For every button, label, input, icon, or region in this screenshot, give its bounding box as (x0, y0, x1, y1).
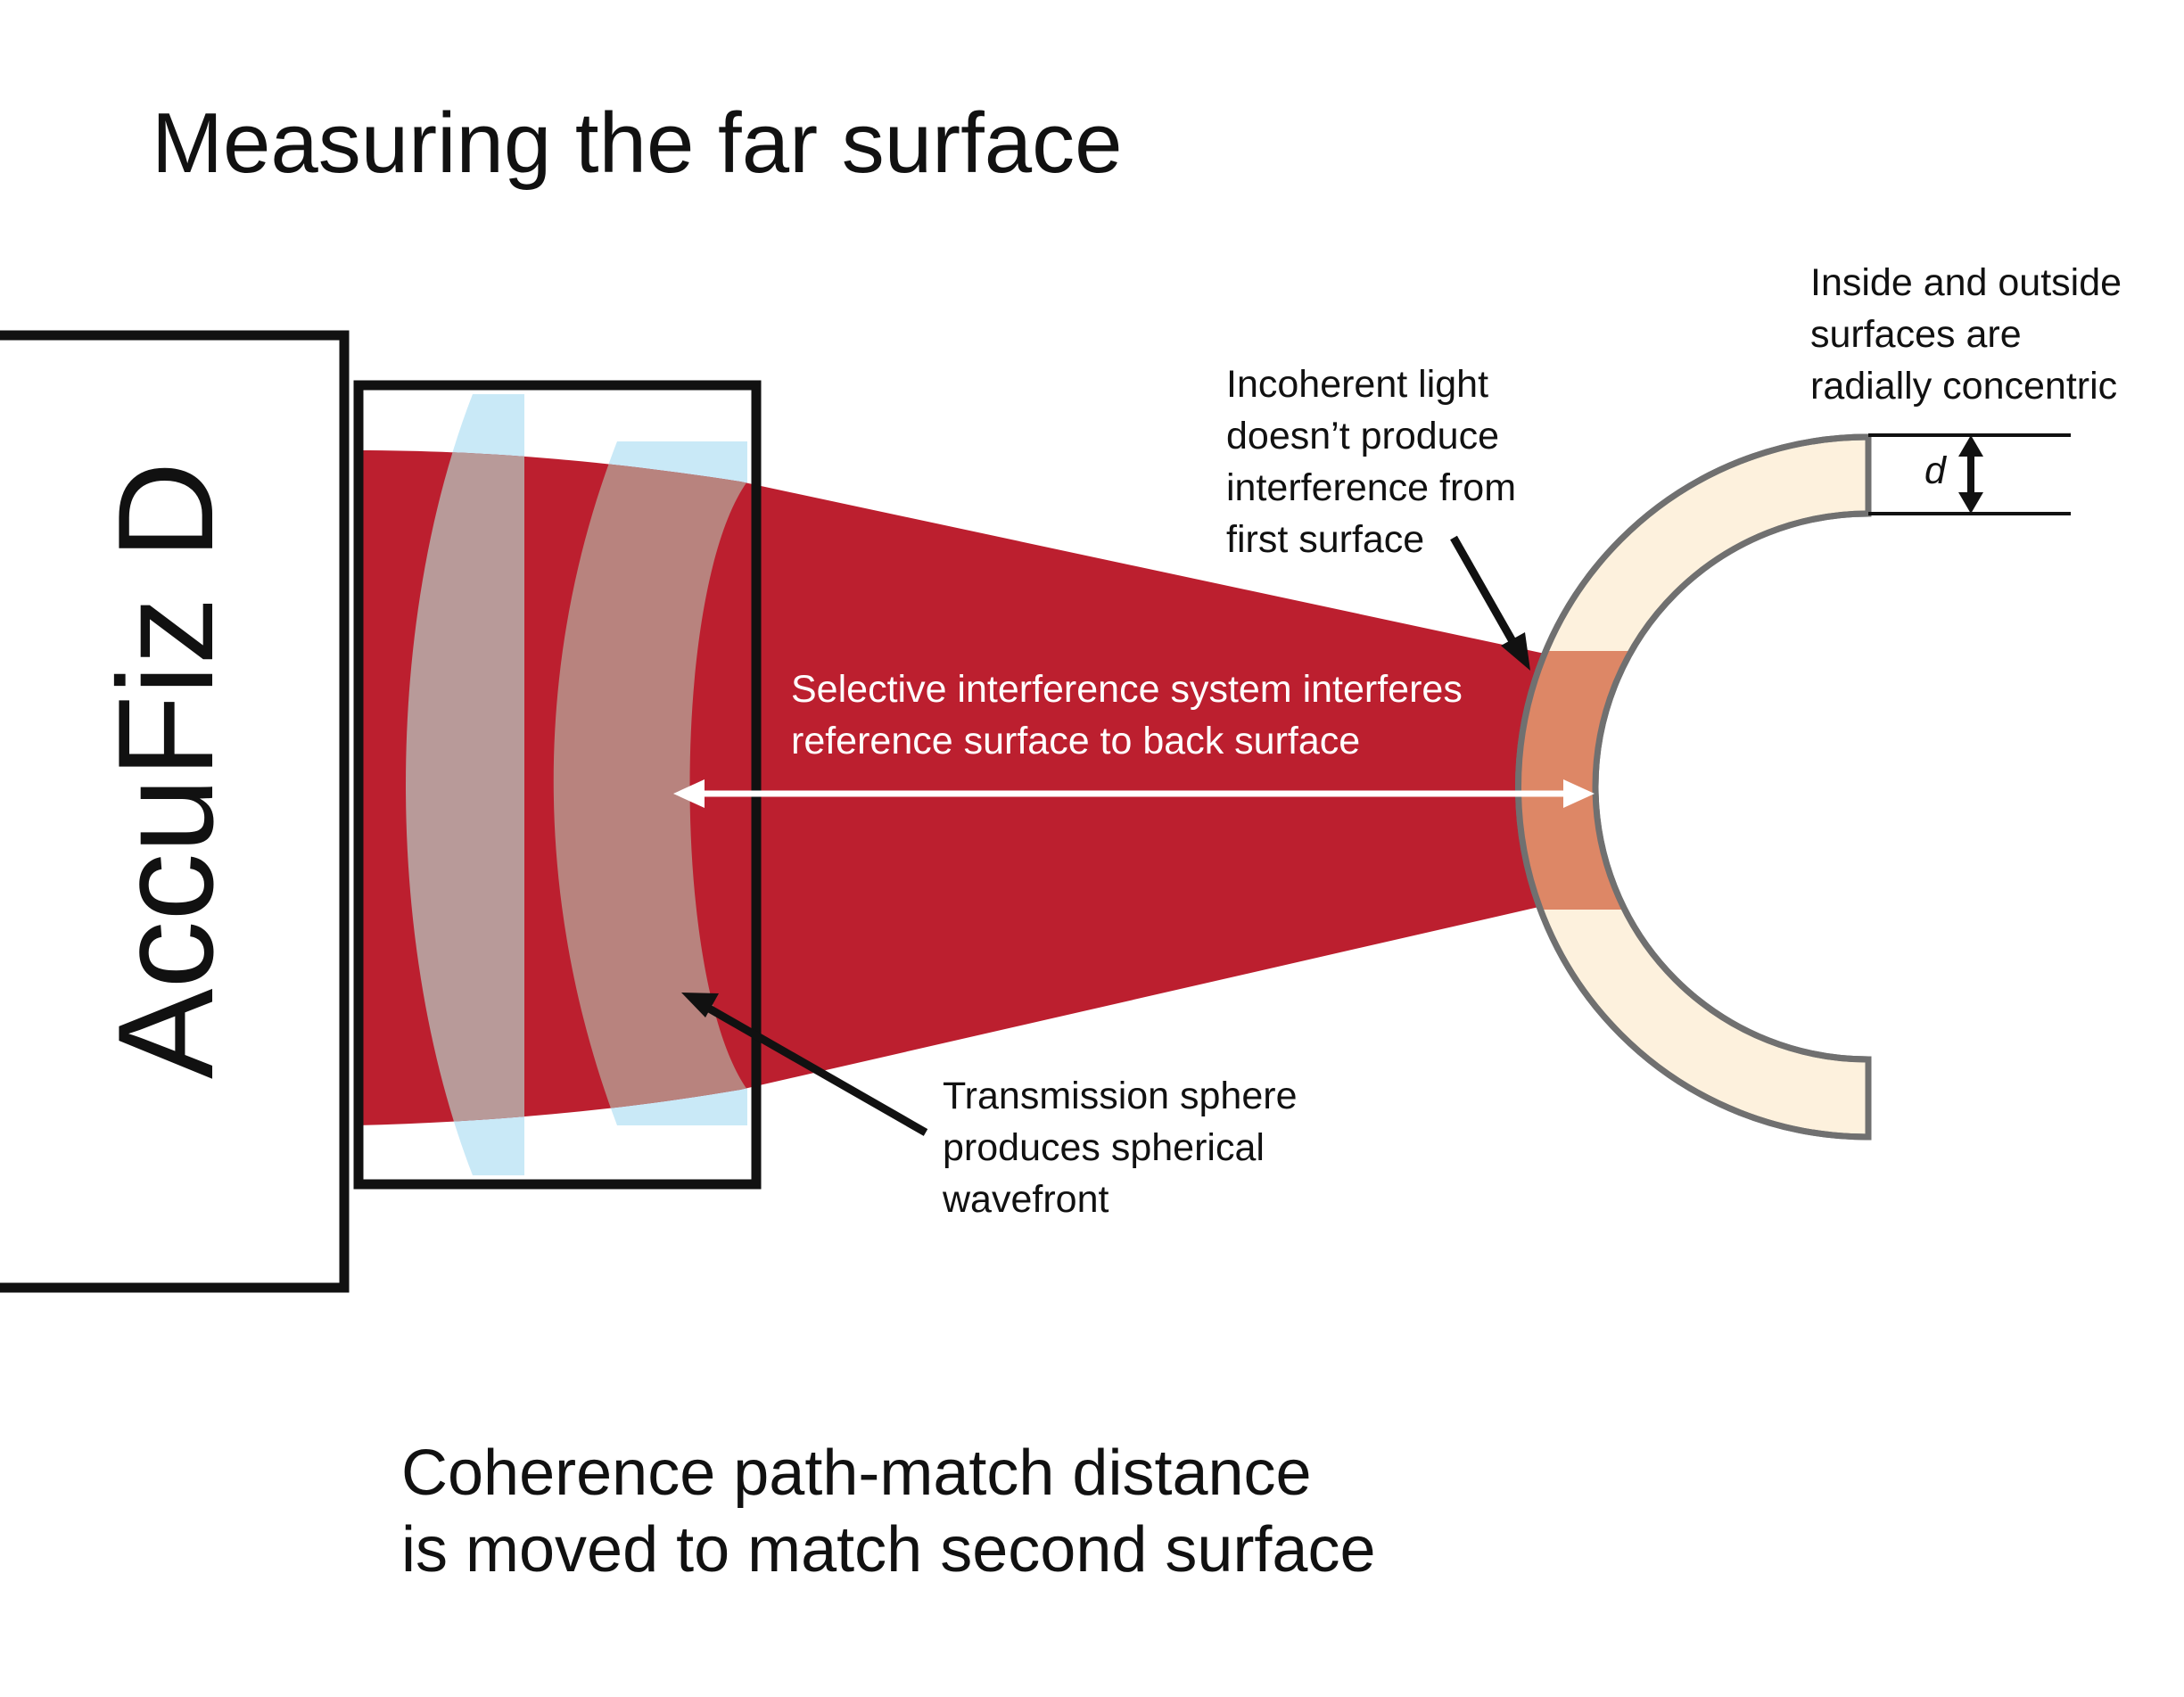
transmission-sphere-note: Transmission sphere produces spherical w… (942, 1075, 1307, 1221)
vertical-dimension-arrow (1958, 435, 1983, 514)
accufiz-device-box (0, 330, 350, 1293)
footer-caption: Coherence path-match distance is moved t… (401, 1438, 1376, 1586)
shell-outer-surface (1515, 433, 1869, 1141)
incoherent-light-pointer-arrow (1450, 535, 1530, 671)
incoherent-light-note: Incoherent light doesn’t produce interfe… (1226, 363, 1527, 561)
selective-interference-note: Selective interference system interferes… (791, 668, 1473, 762)
page-title: Measuring the far surface (152, 95, 1123, 191)
horizontal-double-arrow (673, 779, 1595, 808)
shell-inner-surface (1592, 510, 1869, 1063)
second-lens-in-beam (553, 450, 747, 1125)
transmission-sphere-box (353, 380, 762, 1190)
concentric-surfaces-note: Inside and outside surfaces are radially… (1810, 261, 2132, 408)
transmission-sphere-pointer-arrow (681, 993, 928, 1136)
thickness-symbol: d (1924, 449, 1948, 492)
first-lens-in-beam (406, 450, 524, 1125)
device-label: AccuFiz D (90, 461, 242, 1079)
